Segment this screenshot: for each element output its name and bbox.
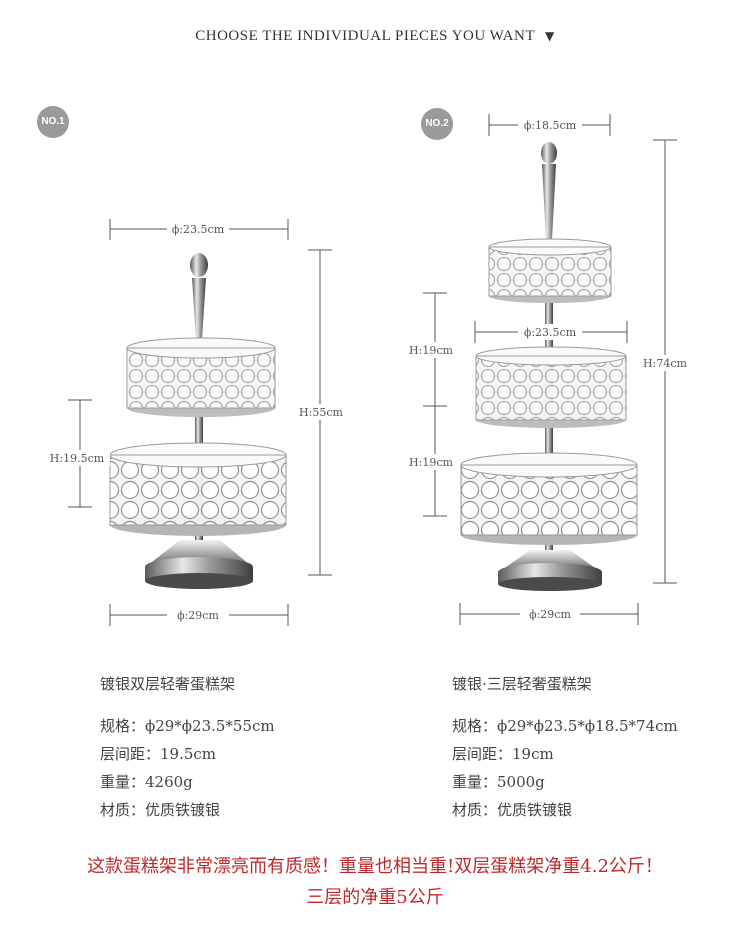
product-specs-1: 镀银双层轻奢蛋糕架 规格：ϕ29*ϕ23.5*55cm 层间距：19.5cm 重… bbox=[100, 670, 275, 824]
spec-gap-2: 层间距：19cm bbox=[452, 745, 554, 763]
stand1-gap: H:19.5cm bbox=[50, 452, 105, 465]
spec-weight-2: 重量：5000g bbox=[452, 773, 545, 791]
stand2-gap-lower: H:19cm bbox=[409, 456, 453, 469]
spec-size-1: 规格：ϕ29*ϕ23.5*55cm bbox=[100, 717, 275, 735]
spec-weight-1: 重量：4260g bbox=[100, 773, 193, 791]
stand1-height: H:55cm bbox=[299, 406, 343, 419]
stand2-height: H:74cm bbox=[643, 357, 687, 370]
footer-note-line2: 三层的净重5公斤 bbox=[306, 887, 444, 908]
cake-stand-1 bbox=[109, 253, 287, 589]
stand2-middle-diameter: ϕ:23.5cm bbox=[524, 326, 577, 339]
stand2-gap-upper: H:19cm bbox=[409, 344, 453, 357]
product-name-2: 镀银·三层轻奢蛋糕架 bbox=[452, 675, 592, 693]
spec-gap-1: 层间距：19.5cm bbox=[100, 745, 217, 763]
badge-no1: NO.1 bbox=[37, 106, 69, 138]
header-title: CHOOSE THE INDIVIDUAL PIECES YOU WANT bbox=[195, 28, 535, 44]
cake-stand-2 bbox=[460, 142, 638, 591]
stand2-bottom-diameter: ϕ:29cm bbox=[529, 608, 571, 621]
spec-size-2: 规格：ϕ29*ϕ23.5*ϕ18.5*74cm bbox=[452, 717, 678, 735]
stand1-top-diameter: ϕ:23.5cm bbox=[172, 223, 225, 236]
spec-material-1: 材质：优质铁镀银 bbox=[100, 801, 221, 819]
badge-no2: NO.2 bbox=[421, 108, 453, 140]
stand2-top-diameter: ϕ:18.5cm bbox=[524, 119, 577, 132]
section-header: CHOOSE THE INDIVIDUAL PIECES YOU WANT ▼ bbox=[0, 28, 750, 45]
footer-note-line1: 这款蛋糕架非常漂亮而有质感！重量也相当重!双层蛋糕架净重4.2公斤！ bbox=[87, 856, 663, 877]
stand1-bottom-diameter: ϕ:29cm bbox=[177, 609, 219, 622]
product-illustration: ϕ:23.5cm ϕ:29cm H:55cm H:19.5cm ϕ:18.5cm… bbox=[49, 114, 688, 626]
spec-material-2: 材质：优质铁镀银 bbox=[452, 801, 573, 819]
arrow-down-icon: ▼ bbox=[544, 29, 555, 43]
dimensions-stand-2 bbox=[423, 114, 677, 625]
product-specs-2: 镀银·三层轻奢蛋糕架 规格：ϕ29*ϕ23.5*ϕ18.5*74cm 层间距：1… bbox=[452, 670, 678, 824]
product-name-1: 镀银双层轻奢蛋糕架 bbox=[100, 675, 236, 693]
